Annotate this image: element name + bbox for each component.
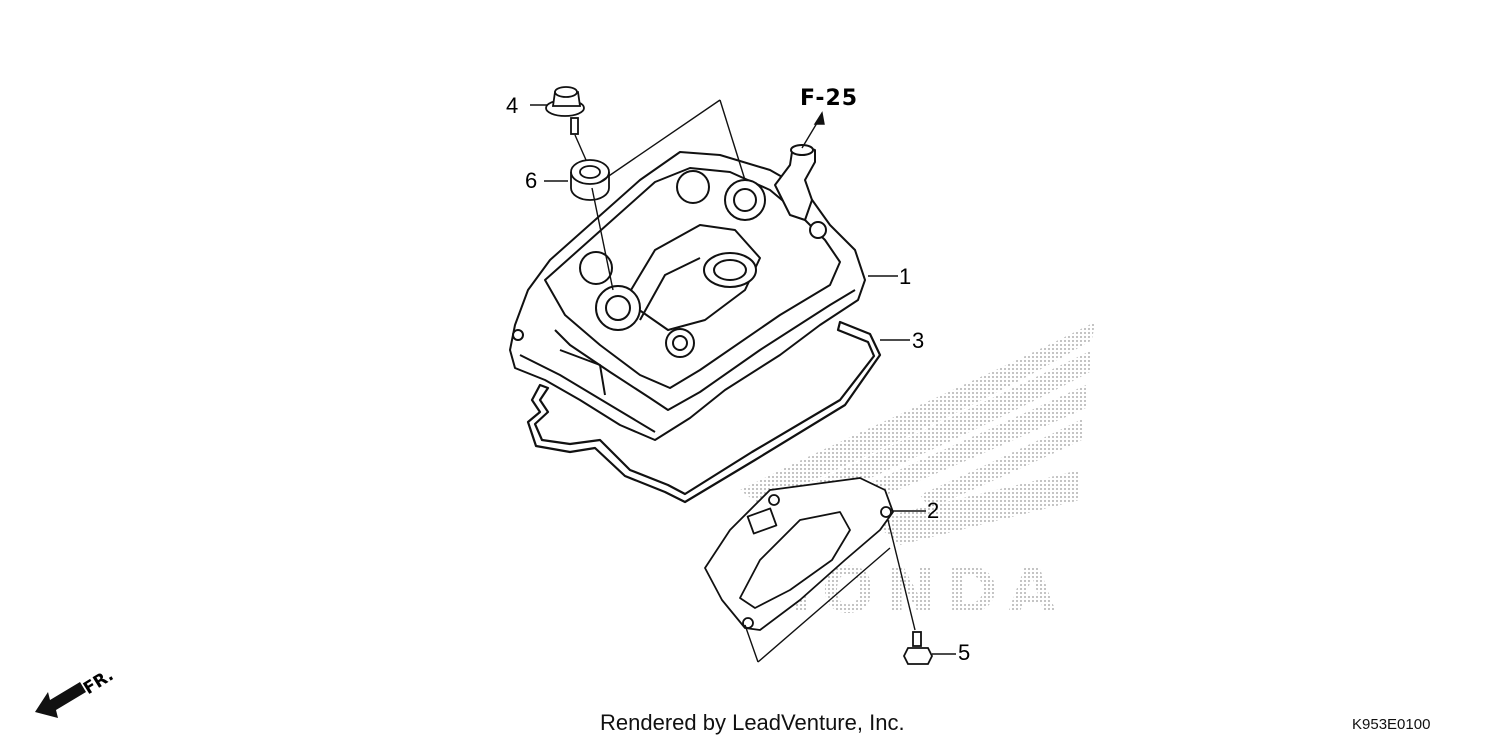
gasket-part-3 <box>526 320 882 504</box>
callout-6: 6 <box>525 168 538 193</box>
cylinder-head-cover-part-1 <box>509 144 866 441</box>
callout-3: 3 <box>912 328 925 353</box>
callout-1: 1 <box>899 264 912 289</box>
front-direction-arrow <box>35 682 86 718</box>
reference-f25-label: F-25 <box>800 86 859 111</box>
bolt-part-5 <box>902 631 934 665</box>
render-credit: Rendered by LeadVenture, Inc. <box>600 710 905 735</box>
honda-wing-watermark <box>740 322 1095 545</box>
cap-nut-part-4 <box>545 86 585 135</box>
callout-5: 5 <box>958 640 971 665</box>
callout-4: 4 <box>506 93 519 118</box>
leader-lines <box>530 99 956 663</box>
plate-part-2 <box>704 477 894 631</box>
washer-part-6 <box>570 159 610 201</box>
diagram-code: K953E0100 <box>1352 716 1431 733</box>
callout-2: 2 <box>927 498 940 523</box>
